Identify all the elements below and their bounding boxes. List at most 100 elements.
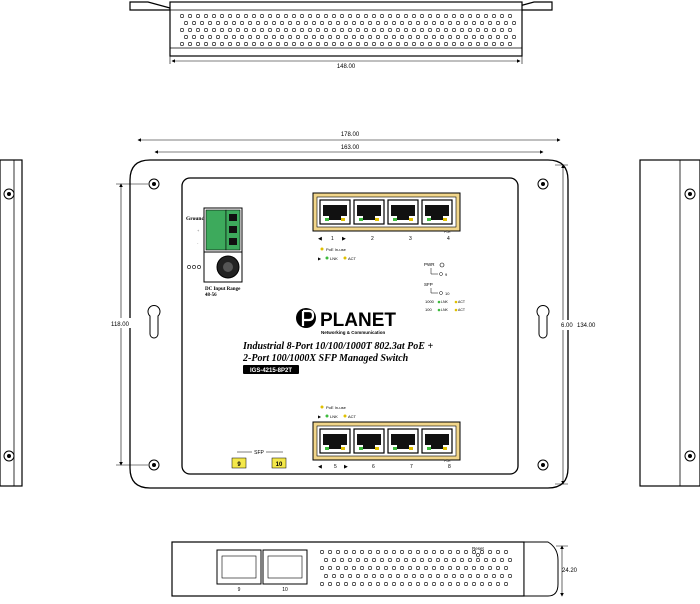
vent-hole — [252, 27, 257, 32]
vent-hole — [467, 41, 472, 46]
vent-hole — [363, 557, 368, 562]
vent-hole — [479, 565, 484, 570]
port-number-2: 2 — [371, 236, 374, 242]
vent-hole — [463, 581, 468, 586]
vent-hole — [375, 565, 380, 570]
vent-hole — [491, 14, 496, 19]
vent-hole — [295, 34, 300, 39]
vent-hole — [375, 20, 380, 25]
vent-hole — [383, 34, 388, 39]
vent-hole — [311, 20, 316, 25]
dimension-right-height: 134.00 — [577, 323, 596, 329]
vent-hole — [299, 41, 304, 46]
vent-hole — [455, 581, 460, 586]
vent-hole — [252, 14, 257, 19]
vent-hole — [479, 20, 484, 25]
vent-hole — [419, 557, 424, 562]
vent-hole — [427, 41, 432, 46]
vent-hole — [347, 27, 352, 32]
vent-hole — [403, 557, 408, 562]
dimension-front-height: 118.00 — [111, 322, 130, 328]
vent-hole — [359, 565, 364, 570]
vent-hole — [339, 14, 344, 19]
vent-hole — [367, 34, 372, 39]
svg-text:+: + — [197, 228, 200, 233]
vent-hole — [499, 14, 504, 19]
vent-hole — [367, 549, 372, 554]
right-side-view — [639, 159, 700, 487]
vent-hole — [307, 41, 312, 46]
vent-hole — [331, 41, 336, 46]
vent-hole — [180, 14, 185, 19]
vent-hole — [431, 20, 436, 25]
vent-hole — [319, 549, 324, 554]
vent-hole — [375, 34, 380, 39]
vent-hole — [451, 27, 456, 32]
port-number-3: 3 — [409, 236, 412, 242]
vent-hole — [355, 41, 360, 46]
vent-hole — [244, 27, 249, 32]
vent-hole — [387, 41, 392, 46]
legend-sfp: SFP — [424, 282, 433, 287]
vent-hole — [451, 573, 456, 578]
vent-hole — [399, 549, 404, 554]
vent-hole — [343, 549, 348, 554]
vent-hole — [347, 41, 352, 46]
vent-hole — [367, 20, 372, 25]
vent-hole — [244, 14, 249, 19]
legend-speed-1000: 1000 — [425, 299, 435, 304]
vent-hole — [475, 557, 480, 562]
vent-hole — [415, 34, 420, 39]
vent-hole — [387, 27, 392, 32]
vent-hole — [443, 573, 448, 578]
vent-hole — [463, 20, 468, 25]
vent-hole — [220, 14, 225, 19]
vent-hole — [411, 41, 416, 46]
vent-hole — [323, 573, 328, 578]
svg-text:▶: ▶ — [342, 236, 346, 242]
vent-hole — [491, 573, 496, 578]
vent-hole — [335, 565, 340, 570]
vent-hole — [483, 41, 488, 46]
sfp-port-10-label: 10 — [276, 462, 283, 468]
vent-hole — [236, 14, 241, 19]
vent-hole — [228, 14, 233, 19]
vent-hole — [240, 20, 245, 25]
vent-hole — [403, 14, 408, 19]
vent-hole — [423, 34, 428, 39]
vent-hole — [248, 34, 253, 39]
vent-hole — [487, 34, 492, 39]
legend-poe-inuse-bottom: PoE In-use — [326, 405, 347, 410]
brand-tagline: Networking & Communication — [321, 330, 386, 335]
vent-hole — [455, 549, 460, 554]
vent-hole — [395, 41, 400, 46]
sfp-port-9-label: 9 — [237, 462, 241, 468]
vent-hole — [451, 557, 456, 562]
vent-hole — [467, 27, 472, 32]
vent-hole — [427, 14, 432, 19]
front-view: 178.00 163.00 118.00 6.00 134.00 — [108, 130, 596, 489]
vent-hole — [327, 549, 332, 554]
keyhole-slot-left — [147, 305, 161, 339]
vent-hole — [196, 41, 201, 46]
vent-hole — [180, 41, 185, 46]
vent-hole — [415, 549, 420, 554]
reset-button[interactable] — [476, 553, 480, 557]
vent-hole — [483, 27, 488, 32]
vent-hole — [443, 41, 448, 46]
vent-hole — [323, 557, 328, 562]
legend-poe-inuse-top: PoE In-use — [326, 247, 347, 252]
vent-hole — [259, 27, 264, 32]
bottom-view-vent-grid — [319, 549, 512, 586]
vent-hole — [255, 34, 260, 39]
vent-hole — [283, 41, 288, 46]
vent-hole — [435, 27, 440, 32]
vent-hole — [271, 20, 276, 25]
vent-hole — [395, 14, 400, 19]
legend-lnk-top: LNK — [330, 256, 338, 261]
poe-badge-bottom: PoE — [444, 459, 451, 463]
vent-hole — [487, 20, 492, 25]
vent-hole — [511, 20, 516, 25]
vent-hole — [351, 581, 356, 586]
vent-hole — [335, 581, 340, 586]
